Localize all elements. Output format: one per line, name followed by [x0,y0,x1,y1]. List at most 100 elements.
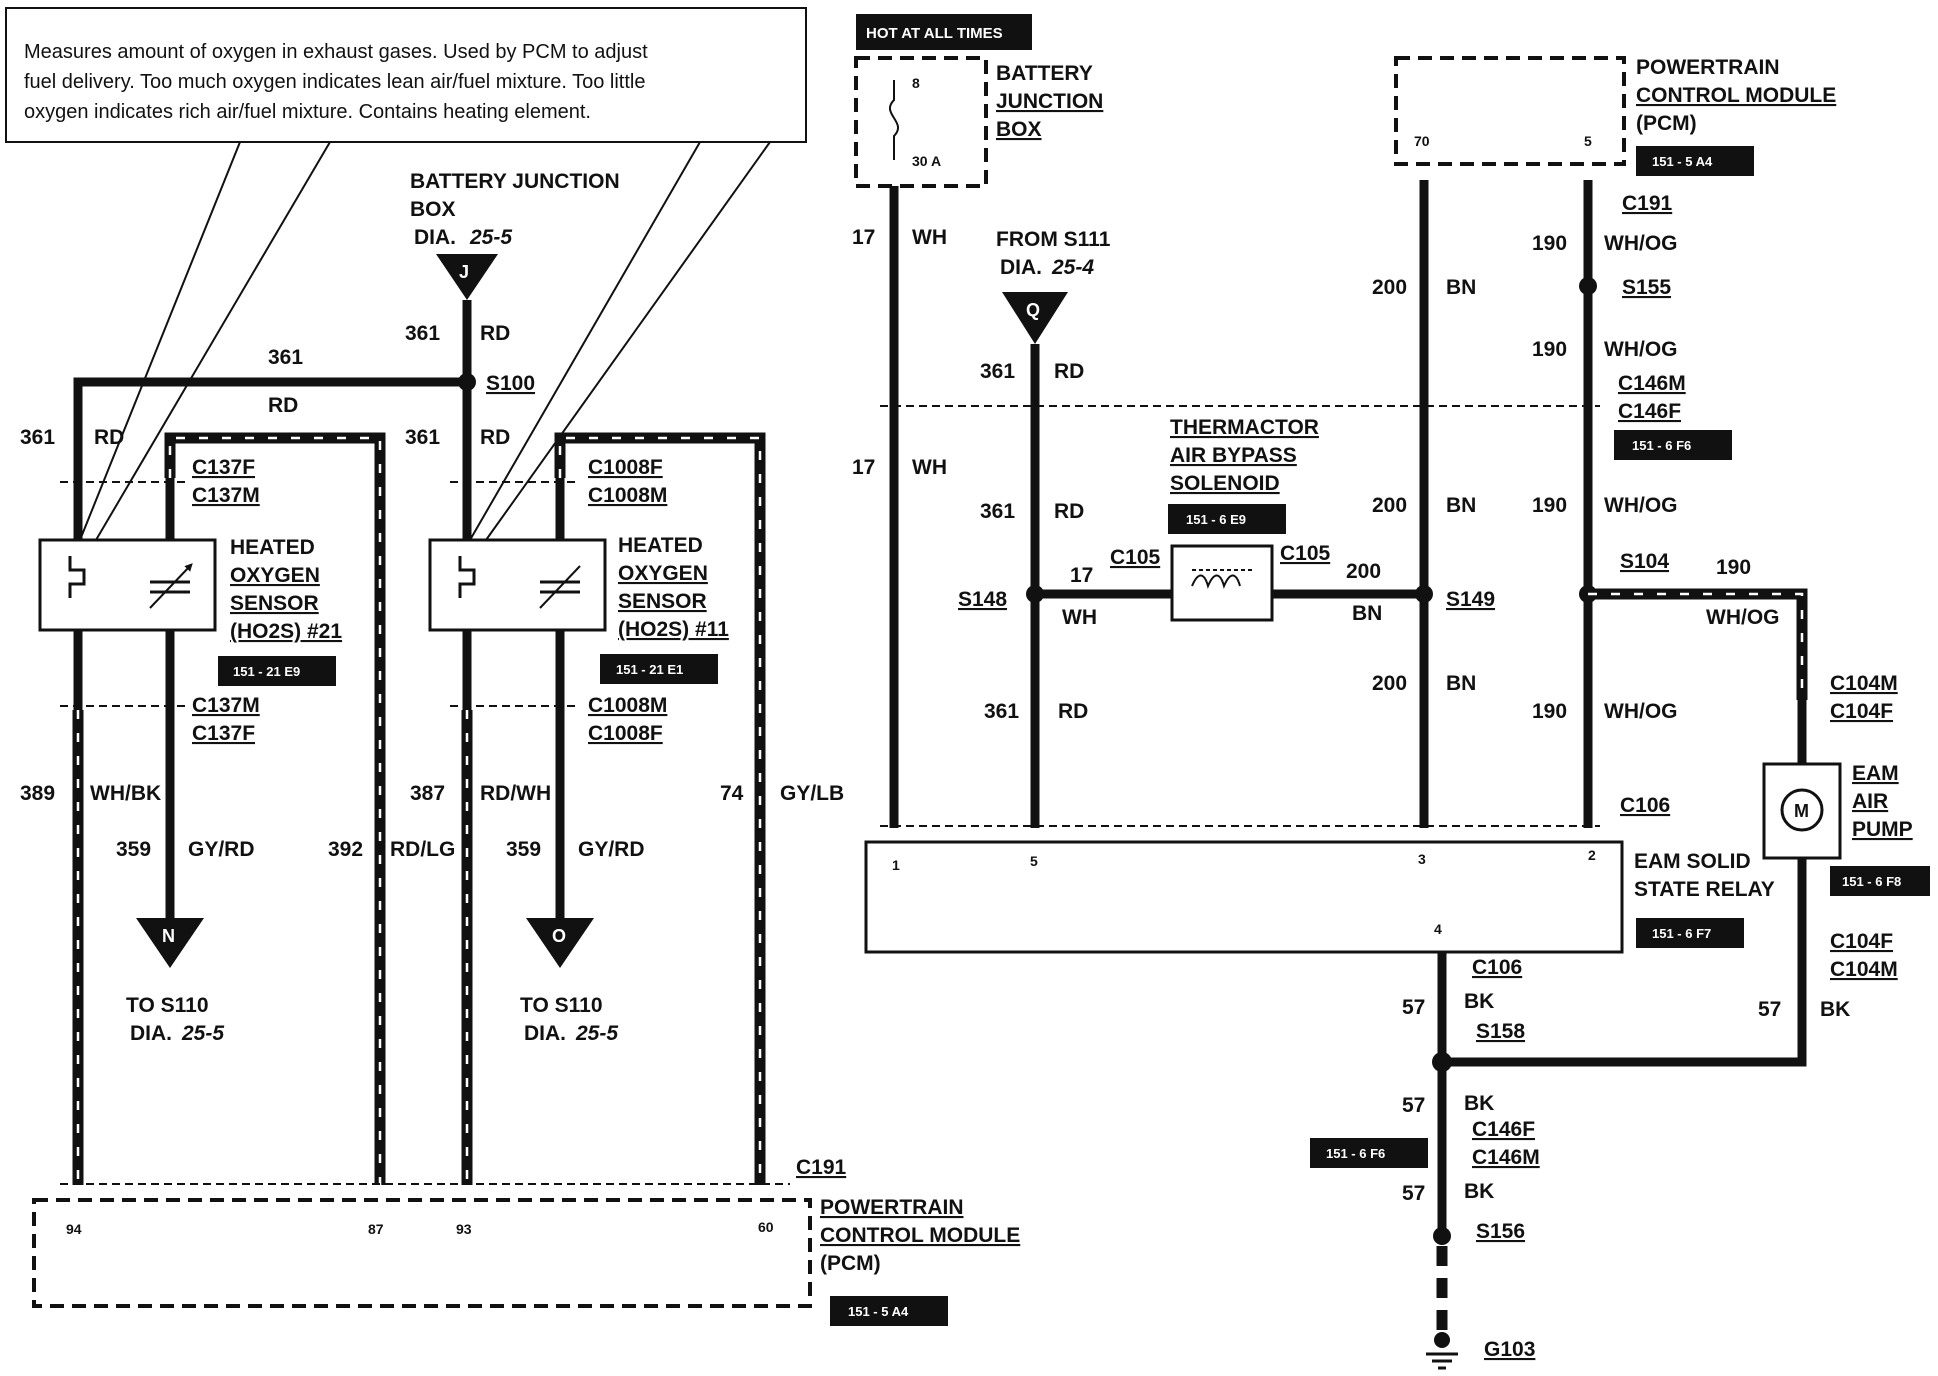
sensor11-oxygen: OXYGEN [618,562,708,585]
connector-n-icon [136,918,204,968]
wire-rd-q1: RD [1054,360,1084,383]
conn-c146m-bot: C146M [1472,1146,1540,1169]
relay-pin-3: 3 [1418,851,1426,867]
wire-bn-a: BN [1446,276,1476,299]
relay-ref-tag [1636,918,1744,948]
wire-whog-c: WH/OG [1604,494,1678,517]
wire-190-e: 190 [1716,556,1751,579]
wire-bk-pump: BK [1820,998,1850,1021]
relay-label-2: STATE RELAY [1634,878,1775,901]
relay-label-1: EAM SOLID [1634,850,1751,873]
n-dia-num: 25-5 [181,1022,224,1045]
wire-wh-c: WH [1062,606,1097,629]
motor-icon [1780,788,1824,832]
left-circuit: BATTERY JUNCTION BOX DIA. 25-5 J 361 RD … [20,170,1020,1326]
splice-s100-label: S100 [486,372,535,395]
splice-s155 [1579,277,1597,295]
wire-392: 392 [328,838,363,861]
sensor11-sensor: SENSOR [618,590,707,613]
sensor11-ho2s: (HO2S) #11 [618,618,729,641]
connector-q-label: Q [1026,300,1040,320]
conn-c105-right: C105 [1280,542,1331,565]
therm-ref-text: 151 - 6 E9 [1186,512,1246,527]
bjb-box-right [854,56,988,188]
o-to-s110: TO S110 [520,994,603,1017]
wire-17-a: 17 [852,226,875,249]
note-line-3: oxygen indicates rich air/fuel mixture. … [24,101,591,123]
conn-c146m: C146M [1618,372,1686,395]
wire-74: 74 [720,782,744,805]
ho2s-11-box [428,538,607,632]
conn-c137m-top: C137M [192,484,260,507]
relay-pin-4: 4 [1434,921,1442,937]
wire-57-b: 57 [1402,1094,1425,1117]
ground-g103-label: G103 [1484,1338,1535,1361]
wire-bn-d: BN [1352,602,1382,625]
bjb-dia-num: 25-5 [469,226,512,249]
conn-c104m-top: C104M [1830,672,1898,695]
pcm-pin-5: 5 [1584,133,1592,149]
conn-c1008f-top: C1008F [588,456,663,479]
splice-s158-label: S158 [1476,1020,1525,1043]
note-line-1: Measures amount of oxygen in exhaust gas… [24,41,648,63]
description-callout: Measures amount of oxygen in exhaust gas… [5,7,807,541]
conn-c104m-bot: C104M [1830,958,1898,981]
bjb-pin-8: 8 [912,75,920,91]
splice-s156 [1433,1227,1451,1245]
conn-c191-left: C191 [796,1156,847,1179]
o-dia: DIA. [524,1022,566,1045]
conn-c137m-bot: C137M [192,694,260,717]
conn-c146f-bot: C146F [1472,1118,1535,1141]
eam-label-1: EAM [1852,762,1899,785]
wire-rd-right: RD [480,426,510,449]
bjb-right-label-2: JUNCTION [996,90,1103,113]
note-line-2: fuel delivery. Too much oxygen indicates… [24,71,645,93]
wire-361-right: 361 [405,426,440,449]
wire-wh-a: WH [912,226,947,249]
c146-ref-text: 151 - 6 F6 [1632,438,1691,453]
sensor21-ref-tag [218,656,336,686]
wire-389: 389 [20,782,55,805]
sensor11-ref-tag [600,654,718,684]
relay-pin-2: 2 [1588,847,1596,863]
conn-c106-top: C106 [1620,794,1670,817]
wire-rd-horiz: RD [268,394,298,417]
wire-whog-e: WH/OG [1706,606,1780,629]
wire-rd-q2: RD [1054,500,1084,523]
conn-c146f: C146F [1618,400,1681,423]
pcm-pin-60: 60 [758,1219,774,1235]
eam-pump-box [1762,762,1842,860]
eam-ref-text: 151 - 6 F8 [1842,874,1901,889]
connector-o-label: O [552,926,566,946]
ground-icon [1426,1332,1458,1370]
conn-c104f-bot: C104F [1830,930,1893,953]
connector-q-icon [1002,292,1068,344]
bjb-right-label-1: BATTERY [996,62,1093,85]
thermactor-solenoid-box [1170,544,1274,622]
sensor21-heated: HEATED [230,536,315,559]
eam-label-3: PUMP [1852,818,1913,841]
from-s111-dia-num: 25-4 [1051,256,1094,279]
right-circuit: HOT AT ALL TIMES 8 30 A BATTERY JUNCTION… [852,14,1930,1370]
therm-ref-tag [1168,504,1286,534]
bjb-dia: DIA. [414,226,456,249]
bjb-fuse-rating: 30 A [912,153,941,169]
therm-label-1: THERMACTOR [1170,416,1319,439]
wire-whbk: WH/BK [90,782,161,805]
relay-ref-text: 151 - 6 F7 [1652,926,1711,941]
sensing-element-icon [149,563,193,609]
pcm-left-label-3: (PCM) [820,1252,881,1275]
wire-361-q3: 361 [984,700,1019,723]
wire-rd-top: RD [480,322,510,345]
wire-361-horiz: 361 [268,346,303,369]
pcm-pin-70: 70 [1414,133,1430,149]
wire-gyrd-b: GY/RD [578,838,645,861]
sensor21-ho2s: (HO2S) #21 [230,620,342,643]
bjb-label-2: BOX [410,198,456,221]
wire-rdwh: RD/WH [480,782,551,805]
wire-190-b: 190 [1532,338,1567,361]
pcm-box-left [32,1198,812,1308]
conn-c105-left: C105 [1110,546,1161,569]
pcm-right-label-3: (PCM) [1636,112,1697,135]
wire-190-c: 190 [1532,494,1567,517]
